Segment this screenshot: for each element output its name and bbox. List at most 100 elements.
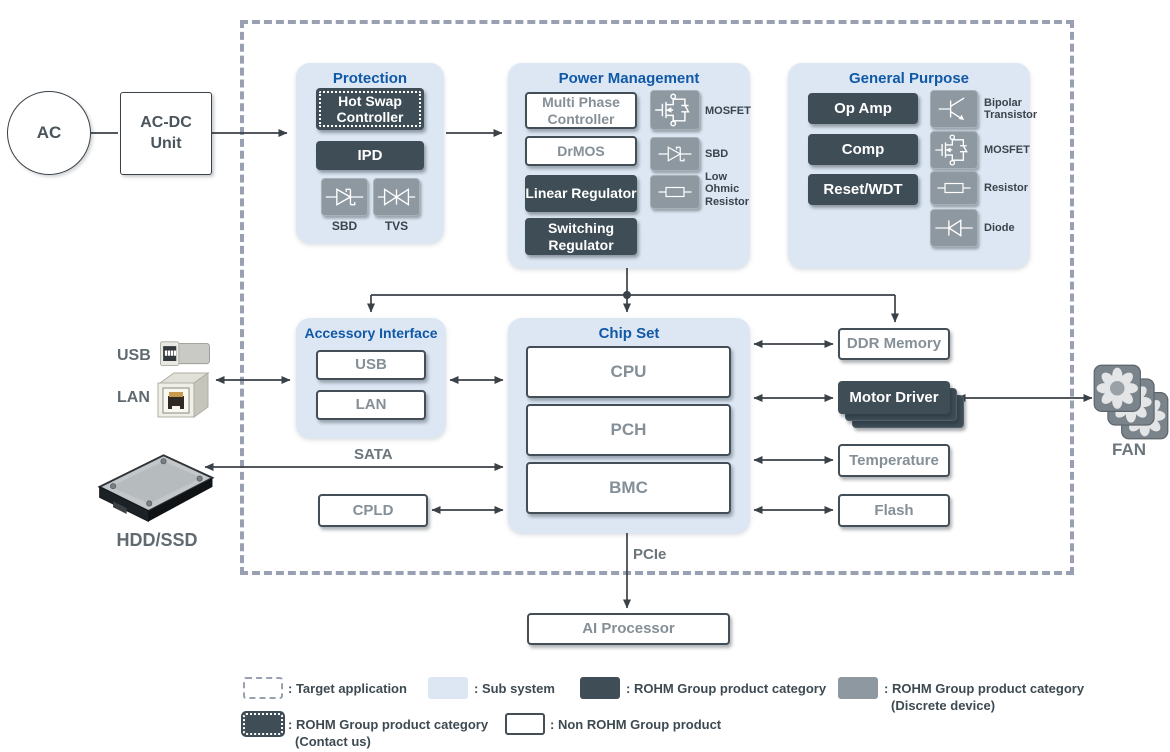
legend-contact-line1: : ROHM Group product category: [288, 717, 489, 732]
tvs-device-box[interactable]: [373, 178, 420, 216]
pch-label: PCH: [610, 420, 647, 440]
linear-regulator-label: Linear Regulator: [525, 185, 637, 202]
power-mosfet-device-box[interactable]: [650, 90, 700, 130]
general-mosfet-label: MOSFET: [984, 144, 1030, 156]
general-mosfet-device-box[interactable]: [930, 131, 978, 169]
bipolar-transistor-icon: [933, 92, 975, 126]
legend-discrete-label: : ROHM Group product category (Discrete …: [884, 681, 1084, 715]
op-amp-box[interactable]: Op Amp: [808, 93, 918, 124]
cpu-box: CPU: [526, 346, 731, 398]
temperature-box: Temperature: [838, 444, 950, 477]
sbd-device-box[interactable]: [321, 178, 368, 216]
lan-connector-icon: [157, 372, 210, 418]
motor-driver-stack: Motor Driver: [838, 381, 968, 431]
fan-label: FAN: [1112, 440, 1146, 459]
resistor-label: Resistor: [984, 182, 1029, 194]
switching-regulator-box[interactable]: Switching Regulator: [525, 218, 637, 255]
drmos-label: DrMOS: [557, 142, 605, 159]
protection-title: Protection: [332, 70, 408, 87]
motor-driver-label: Motor Driver: [849, 388, 939, 406]
fan-icon: [1093, 364, 1169, 440]
target-application-border: [240, 20, 1074, 575]
diode-label: Diode: [984, 222, 1015, 234]
legend-subsystem-swatch: [428, 677, 468, 699]
sbd-diode-icon: [324, 180, 365, 214]
resistor-icon: [653, 177, 697, 207]
diode-icon: [933, 211, 975, 245]
diode-device-box[interactable]: [930, 209, 978, 247]
cpld-label: CPLD: [352, 501, 394, 519]
legend-subsystem-label: : Sub system: [474, 681, 555, 696]
bipolar-transistor-device-box[interactable]: [930, 90, 978, 128]
mosfet-icon: [653, 92, 697, 128]
temperature-label: Temperature: [849, 451, 939, 469]
chip-set-title: Chip Set: [598, 325, 660, 342]
resistor-icon: [933, 173, 975, 203]
legend-discrete-line2: (Discrete device): [891, 697, 996, 713]
legend-non-rohm-swatch: [505, 713, 545, 735]
linear-regulator-box[interactable]: Linear Regulator: [525, 175, 637, 212]
ipd-box[interactable]: IPD: [316, 141, 424, 170]
ac-label: AC: [36, 123, 62, 142]
tvs-diode-icon: [376, 180, 417, 214]
legend-rohm-swatch: [580, 677, 620, 699]
flash-box: Flash: [838, 494, 950, 527]
hdd-ssd-label: HDD/SSD: [116, 530, 198, 550]
low-ohmic-resistor-label: Low Ohmic Resistor: [705, 171, 750, 208]
switching-regulator-label: Switching Regulator: [547, 220, 615, 253]
legend-target-label: : Target application: [288, 681, 407, 696]
bmc-label: BMC: [609, 478, 648, 498]
bmc-box: BMC: [526, 462, 731, 514]
usb-box: USB: [316, 350, 426, 380]
tvs-device-label: TVS: [384, 219, 409, 233]
sbd-device-label: SBD: [331, 219, 358, 233]
legend-contact-swatch: [243, 713, 283, 735]
comp-box[interactable]: Comp: [808, 134, 918, 165]
pcie-bus-label: PCIe: [633, 546, 667, 563]
reset-wdt-box[interactable]: Reset/WDT: [808, 174, 918, 205]
reset-wdt-label: Reset/WDT: [823, 180, 903, 198]
legend-target-swatch: [243, 677, 283, 699]
acdc-unit-box: AC-DC Unit: [120, 92, 212, 175]
usb-box-label: USB: [355, 356, 387, 374]
ai-processor-box: AI Processor: [527, 613, 730, 645]
power-management-title: Power Management: [558, 70, 700, 87]
ddr-memory-box: DDR Memory: [838, 328, 950, 360]
ddr-memory-label: DDR Memory: [846, 335, 942, 353]
ipd-label: IPD: [357, 146, 383, 164]
legend-contact-line2: (Contact us): [295, 733, 371, 749]
panel-protection: Protection Hot Swap Controller IPD SBD T…: [296, 63, 444, 243]
legend-discrete-line1: : ROHM Group product category: [884, 681, 1085, 696]
op-amp-label: Op Amp: [834, 99, 892, 117]
sbd-diode-icon: [653, 139, 697, 169]
mosfet-icon: [933, 133, 975, 167]
multi-phase-label: Multi Phase Controller: [542, 94, 620, 127]
lan-box-label: LAN: [355, 396, 387, 414]
hot-swap-controller-box[interactable]: Hot Swap Controller: [316, 88, 424, 130]
legend-non-rohm-label: : Non ROHM Group product: [550, 717, 722, 732]
legend-discrete-swatch: [838, 677, 878, 699]
panel-general-purpose: General Purpose Op Amp Comp Reset/WDT Bi…: [788, 63, 1037, 268]
resistor-device-box[interactable]: [930, 171, 978, 205]
legend-rohm-label: : ROHM Group product category: [626, 681, 827, 696]
lan-box: LAN: [316, 390, 426, 420]
pch-box: PCH: [526, 404, 731, 456]
ac-source-circle: AC: [7, 91, 91, 175]
contact-us-dotted-border: [319, 91, 421, 127]
cpu-label: CPU: [610, 362, 647, 382]
motor-driver-box[interactable]: Motor Driver: [838, 381, 950, 414]
sata-bus-label: SATA: [354, 446, 393, 463]
cpld-box: CPLD: [318, 494, 428, 527]
panel-power-management: Power Management Multi Phase Controller …: [508, 63, 751, 268]
drmos-box: DrMOS: [525, 136, 637, 166]
low-ohmic-resistor-device-box[interactable]: [650, 175, 700, 209]
lan-io-label: LAN: [117, 389, 150, 406]
power-sbd-device-box[interactable]: [650, 137, 700, 171]
power-mosfet-label: MOSFET: [705, 105, 751, 117]
comp-label: Comp: [841, 140, 885, 158]
multi-phase-controller-box: Multi Phase Controller: [525, 92, 637, 129]
panel-accessory-interface: Accessory Interface USB LAN: [296, 318, 446, 438]
hdd-drive-icon: [97, 454, 215, 523]
acdc-label: AC-DC Unit: [140, 113, 192, 152]
